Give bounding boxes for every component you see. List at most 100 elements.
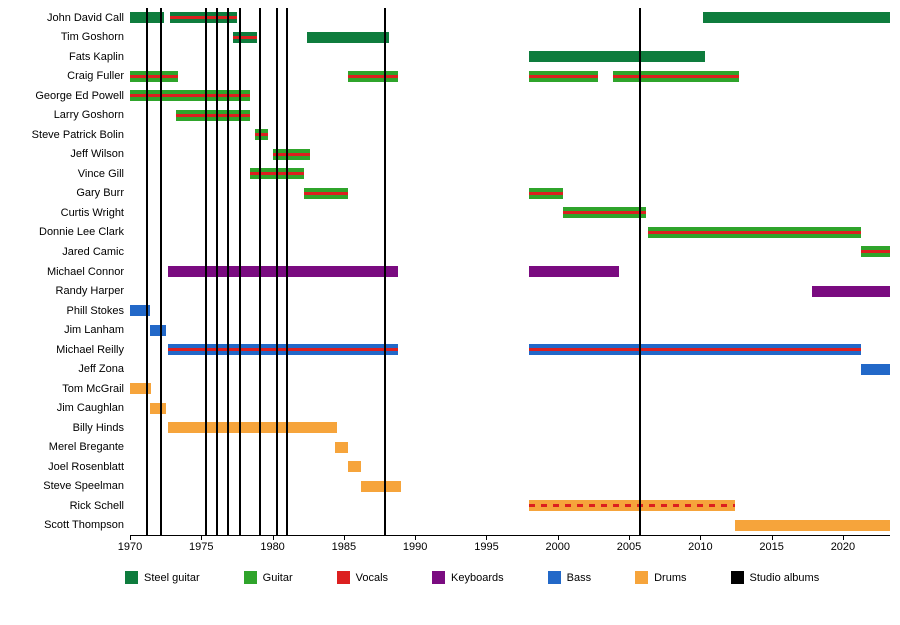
member-label: Merel Bregante (48, 441, 124, 454)
timeline-bar (529, 500, 735, 512)
role-stripe (529, 74, 598, 78)
x-axis-tick (272, 536, 274, 540)
member-label: Vince Gill (77, 167, 124, 180)
studio_albums-legend-swatch (730, 571, 744, 584)
x-axis-tick (130, 536, 131, 540)
legend-label: Keyboards (451, 571, 504, 584)
timeline-bar (306, 31, 390, 43)
role-stripe (303, 191, 349, 195)
x-axis-tick (629, 536, 631, 540)
role-stripe (529, 191, 564, 195)
x-axis-tick (486, 536, 488, 540)
x-axis-tick-label: 1985 (331, 541, 357, 553)
keyboards-legend-swatch (432, 571, 446, 584)
member-label: Larry Goshorn (53, 109, 124, 122)
role-stripe (348, 74, 399, 78)
timeline-bar (613, 70, 739, 82)
legend-label: Vocals (355, 571, 389, 584)
role-stripe (272, 152, 310, 156)
legend-item: Vocals (336, 571, 389, 584)
member-label: George Ed Powell (35, 89, 124, 102)
studio-album-line (146, 8, 149, 535)
role-stripe (613, 74, 739, 78)
guitar-legend-swatch (243, 571, 257, 584)
member-label: Michael Connor (46, 265, 124, 278)
x-axis-tick-label: 1970 (117, 541, 143, 553)
x-axis-tick (557, 536, 559, 540)
timeline-bar (255, 129, 269, 141)
x-axis-tick-label: 1975 (189, 541, 214, 553)
studio-album-line (204, 8, 207, 535)
timeline-bar (168, 266, 399, 277)
timeline-bar (529, 187, 564, 199)
timeline-bar (149, 324, 166, 336)
x-axis-tick-label: 1980 (260, 541, 285, 553)
studio-album-line (227, 8, 230, 535)
timeline-bar (168, 422, 337, 434)
member-label: Gary Burr (76, 187, 124, 200)
legend-label: Bass (566, 571, 592, 584)
x-axis-tick (201, 536, 203, 540)
timeline-bar (811, 285, 890, 297)
legend-item: Steel guitar (125, 571, 200, 584)
timeline-bar (861, 246, 890, 258)
timeline-bar (529, 344, 862, 356)
legend-item: Guitar (243, 571, 293, 584)
member-label: Rick Schell (69, 499, 124, 512)
x-axis-line (130, 535, 890, 536)
x-axis-tick-label: 2020 (830, 541, 856, 553)
member-label: Michael Reilly (56, 343, 124, 356)
role-stripe (861, 250, 890, 254)
x-axis-tick (700, 536, 702, 540)
timeline-bar (647, 226, 862, 238)
timeline-bar (529, 51, 705, 63)
x-axis-tick-label: 2005 (616, 541, 642, 553)
x-axis-tick-label: 1990 (402, 541, 428, 553)
member-label: Fats Kaplin (68, 50, 124, 63)
studio-album-line (285, 8, 288, 535)
legend-item: Studio albums (730, 571, 820, 584)
role-stripe (130, 74, 179, 78)
bass-legend-swatch (547, 571, 561, 584)
legend-item: Drums (635, 571, 687, 584)
member-label: Tom McGrail (62, 382, 124, 395)
timeline-bar (529, 70, 598, 82)
x-axis-tick-label: 2015 (759, 541, 784, 553)
member-label: Steve Speelman (43, 480, 124, 493)
timeline-bar (861, 363, 890, 375)
timeline-bar (303, 187, 349, 199)
x-axis-tick (842, 536, 844, 540)
legend-label: Studio albums (749, 571, 820, 584)
member-label: Jared Camic (62, 245, 124, 258)
x-axis-tick-label: 2010 (688, 541, 713, 553)
legend-item: Bass (547, 571, 592, 584)
member-label: Donnie Lee Clark (39, 226, 124, 239)
member-label: Randy Harper (55, 285, 124, 298)
timeline-bar (272, 148, 310, 160)
member-label: Curtis Wright (60, 206, 124, 219)
drums-legend-swatch (635, 571, 649, 584)
timeline-bar (734, 519, 890, 531)
legend-label: Steel guitar (144, 571, 200, 584)
timeline-bar (232, 31, 257, 43)
member-label: Tim Goshorn (60, 31, 124, 44)
legend-label: Guitar (262, 571, 293, 584)
timeline-bar (348, 461, 361, 473)
timeline-bar (175, 109, 250, 121)
role-stripe (647, 230, 862, 234)
member-label: Billy Hinds (72, 421, 124, 434)
studio-album-line (275, 8, 278, 535)
vocals-legend-swatch (336, 571, 350, 584)
x-axis-tick (771, 536, 773, 540)
legend-label: Drums (654, 571, 687, 584)
role-stripe (168, 348, 399, 352)
studio-album-line (258, 8, 261, 535)
member-label: Jim Lanham (64, 324, 124, 337)
timeline-bar (529, 266, 620, 277)
timeline-bar (335, 441, 349, 453)
member-label: Jeff Wilson (70, 148, 124, 161)
studio-album-line (384, 8, 387, 535)
timeline-bar (149, 402, 166, 414)
role-stripe (175, 113, 250, 117)
